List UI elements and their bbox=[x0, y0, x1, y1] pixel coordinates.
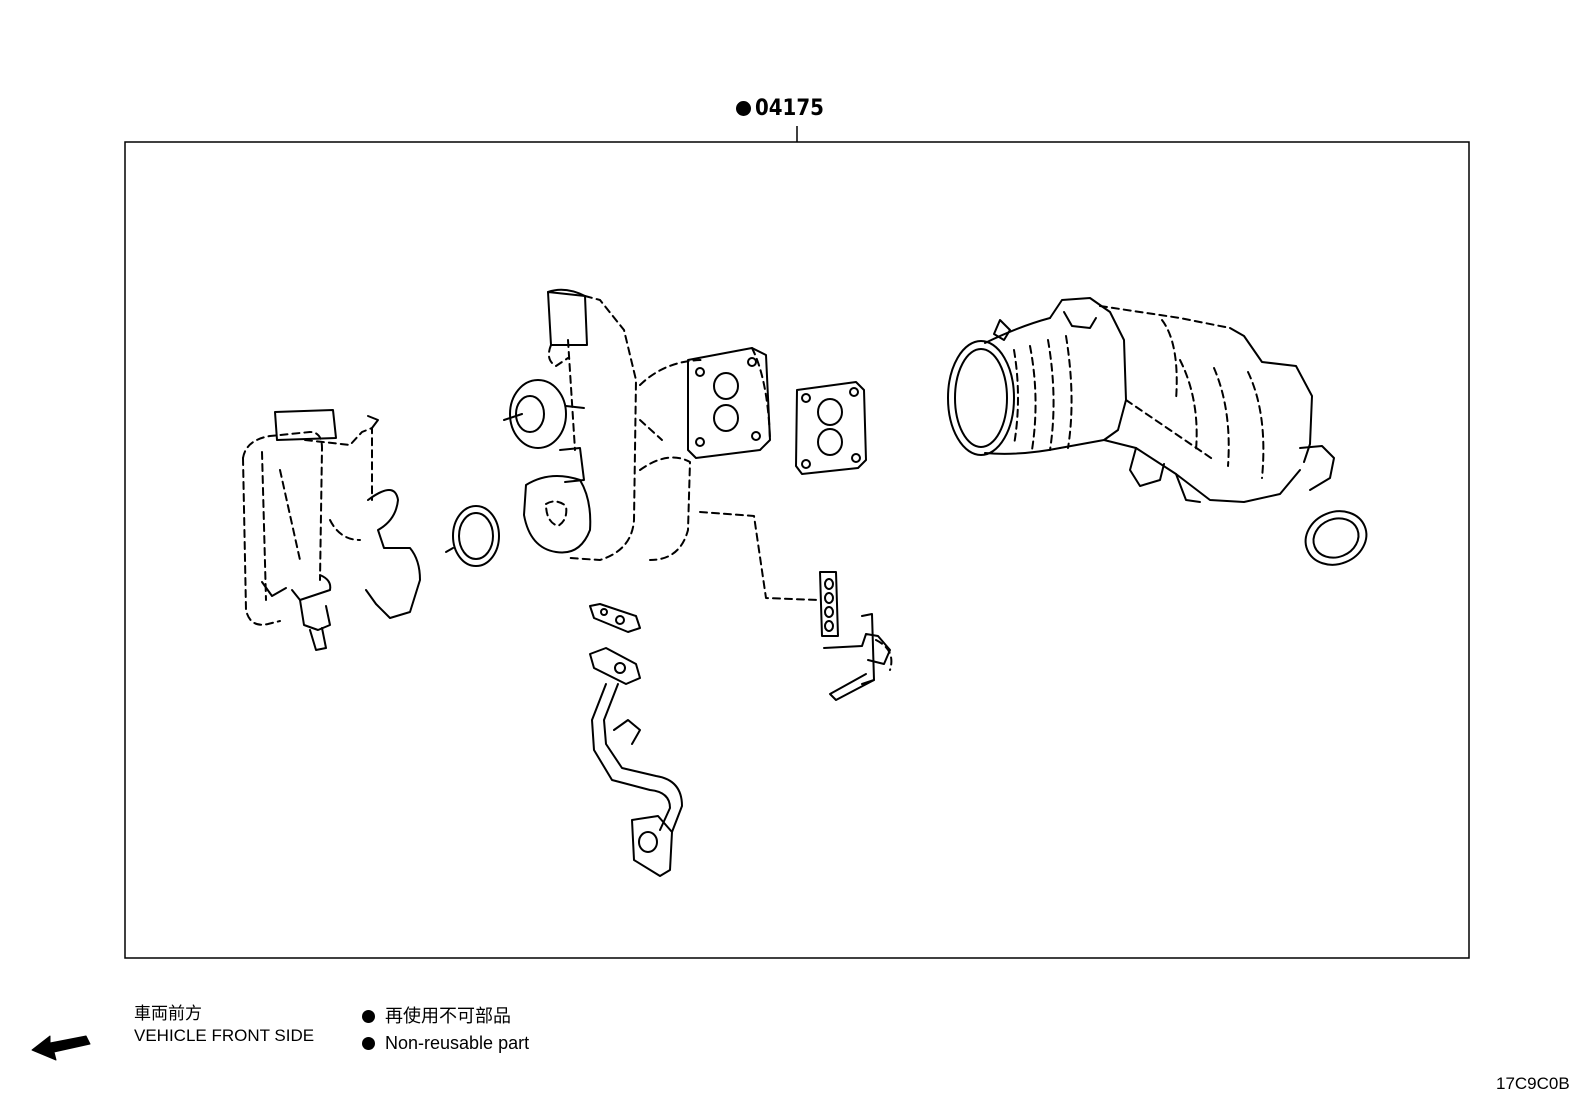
intake-elbow-part bbox=[242, 409, 421, 651]
turbocharger-part bbox=[503, 288, 705, 561]
exhaust-pipe-gasket bbox=[1304, 510, 1368, 566]
kit-frame bbox=[124, 141, 1470, 959]
kit-part-number: 04175 bbox=[755, 96, 824, 121]
front-label-jp: 車両前方 bbox=[134, 1004, 202, 1023]
oil-return-gasket bbox=[819, 571, 839, 637]
filled-circle-icon bbox=[362, 1037, 375, 1050]
legend: 再使用不可部品 Non-reusable part bbox=[362, 1003, 529, 1057]
filled-circle-icon bbox=[736, 101, 751, 116]
legend-label-jp: 再使用不可部品 bbox=[385, 1006, 511, 1026]
illustration-code: 17C9C0B bbox=[1496, 1074, 1570, 1093]
kit-callout: 04175 bbox=[736, 96, 824, 121]
turbine-flange bbox=[687, 347, 771, 459]
oil-return-pipe bbox=[823, 613, 893, 701]
oil-feed-pipe bbox=[589, 647, 683, 877]
legend-label-en: Non-reusable part bbox=[385, 1033, 530, 1053]
flange-gasket bbox=[795, 381, 867, 475]
turbo-inlet-gasket bbox=[445, 505, 500, 567]
filled-circle-icon bbox=[362, 1010, 375, 1023]
front-label-en: VEHICLE FRONT SIDE bbox=[134, 1026, 315, 1045]
oil-inlet-gasket bbox=[589, 603, 641, 633]
vehicle-front-side: 車両前方 VEHICLE FRONT SIDE bbox=[32, 1003, 314, 1047]
oil-line-leader bbox=[699, 511, 819, 601]
exhaust-pipe-part bbox=[947, 297, 1335, 503]
legend-row-jp: 再使用不可部品 bbox=[362, 1003, 529, 1030]
legend-row-en: Non-reusable part bbox=[362, 1030, 529, 1057]
left-arrow-icon bbox=[31, 1035, 91, 1061]
